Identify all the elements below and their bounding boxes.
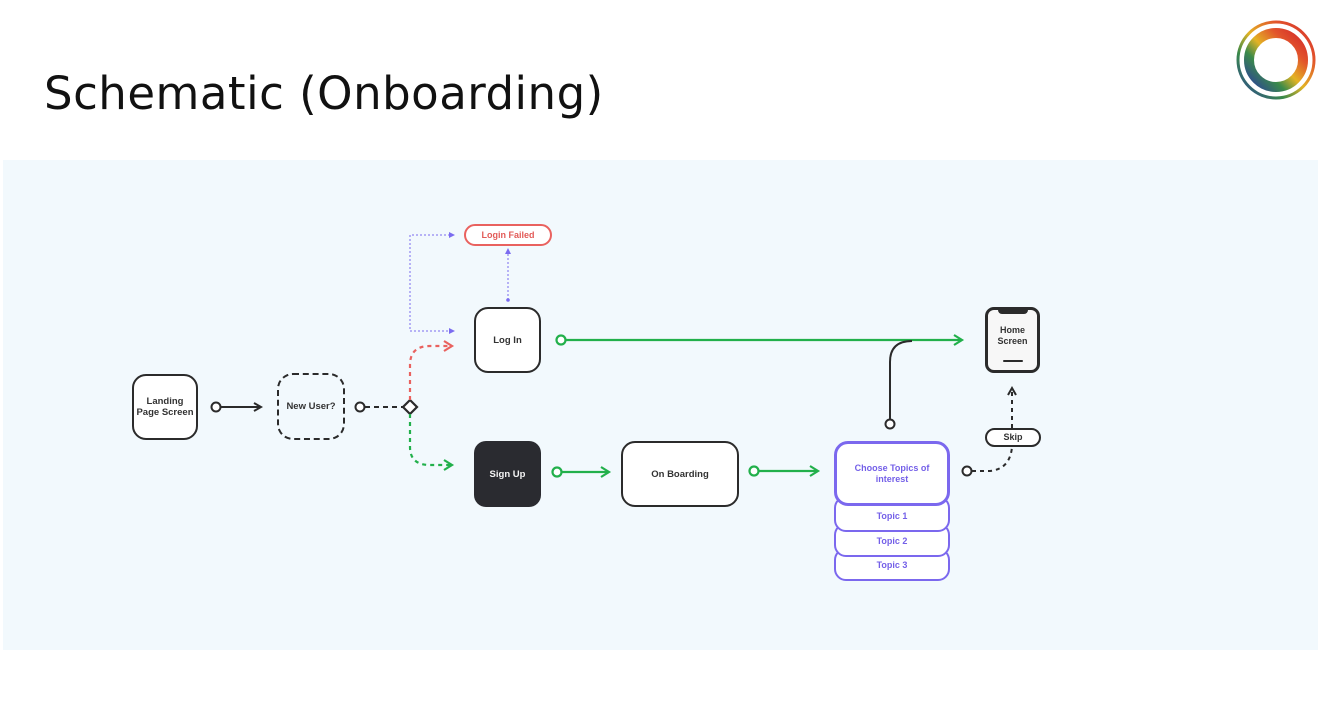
- edge-onboarding-to-topics: [748, 465, 821, 477]
- edge-decision-to-signup: [408, 414, 455, 471]
- node-sign-up[interactable]: Sign Up: [474, 441, 541, 507]
- edge-login-to-home: [555, 334, 965, 346]
- node-on-boarding-label: On Boarding: [651, 468, 709, 480]
- edge-topics-to-home-merge: [884, 340, 913, 430]
- node-login-failed[interactable]: Login Failed: [464, 224, 552, 246]
- node-on-boarding[interactable]: On Boarding: [621, 441, 739, 507]
- home-line1: Home: [999, 325, 1025, 335]
- diagram-canvas: [3, 160, 1318, 650]
- failed-arrow: [505, 248, 511, 254]
- retry-arrow-top: [449, 232, 455, 238]
- node-skip[interactable]: Skip: [985, 428, 1041, 447]
- retry-arrow-bottom: [449, 328, 455, 334]
- topic-item-2-label: Topic 2: [876, 536, 908, 546]
- node-choose-topics[interactable]: Choose Topics of interest: [834, 441, 950, 506]
- node-log-in[interactable]: Log In: [474, 307, 541, 373]
- node-new-user-label: New User?: [286, 401, 336, 412]
- edge-signup-to-onboarding: [551, 466, 612, 478]
- node-log-in-label: Log In: [493, 334, 522, 346]
- phone-notch-icon: [997, 309, 1028, 314]
- topic-item-1-label: Topic 1: [876, 511, 908, 521]
- phone-home-bar-icon: [1002, 359, 1023, 362]
- node-login-failed-label: Login Failed: [481, 229, 535, 240]
- node-skip-label: Skip: [1003, 432, 1023, 442]
- edge-newuser-to-decision: [354, 401, 403, 413]
- edge-topics-skip-to-home: [961, 388, 1013, 477]
- home-line2: Screen: [997, 336, 1028, 346]
- landing-line1: Landing: [146, 396, 184, 407]
- edge-decision-to-login: [408, 340, 455, 400]
- edge-landing-to-newuser: [210, 401, 262, 413]
- rainbow-ring-logo-icon: [1236, 20, 1316, 100]
- slide-title: Schematic (Onboarding): [44, 67, 604, 120]
- node-sign-up-label: Sign Up: [489, 468, 526, 480]
- decision-diamond-icon: [401, 398, 419, 416]
- node-choose-topics-label: Choose Topics of interest: [854, 462, 930, 484]
- landing-line2: Page Screen: [136, 407, 194, 418]
- node-new-user-decision[interactable]: New User?: [277, 373, 345, 440]
- edge-retry-loop: [409, 234, 454, 332]
- login-anchor-dot: [506, 298, 510, 302]
- topic-item-3-label: Topic 3: [876, 560, 908, 570]
